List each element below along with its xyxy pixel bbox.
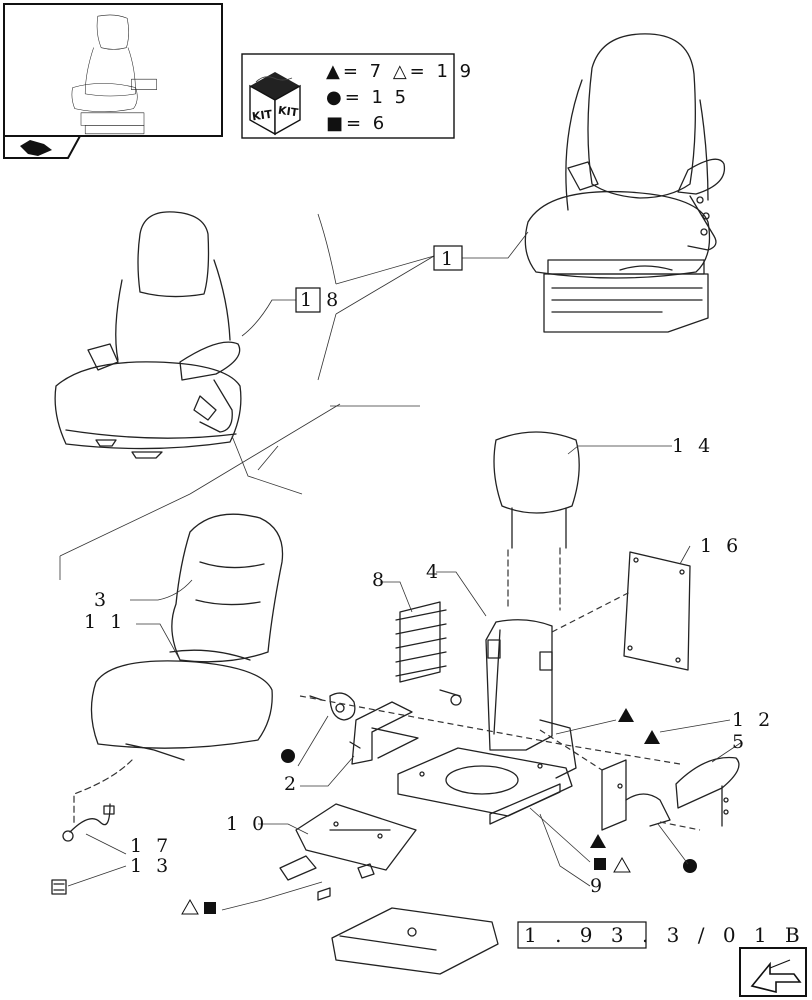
marker-triangle-3 [590, 834, 606, 848]
seat-assembly-with-armrest [54, 211, 242, 459]
callout-13: 1 3 [130, 855, 172, 877]
marker-circle-1 [281, 749, 295, 763]
marker-triangle-square [181, 898, 216, 915]
callout-11: 1 1 [84, 611, 126, 633]
callout-17: 1 7 [130, 835, 172, 857]
callout-3: 3 [94, 589, 110, 611]
assembly-leaders [59, 213, 529, 580]
marker-circle-2 [683, 859, 697, 873]
callout-leaders [67, 445, 743, 911]
headrest [493, 431, 580, 611]
callout-16: 1 6 [700, 535, 742, 557]
seat-wiring [62, 759, 133, 842]
callout-1: 1 [441, 248, 457, 270]
marker-square-triangle [594, 856, 631, 873]
seat-belt-mount [601, 759, 671, 831]
seat-cushion [90, 649, 273, 761]
bracket [349, 701, 419, 765]
lumbar-support [395, 601, 462, 706]
kit-legend-line-1: ▲= 7 △= 1 9 [326, 61, 474, 82]
callout-1-box: 1 [433, 245, 463, 271]
callout-14: 1 4 [672, 435, 714, 457]
reference-code: 1 . 9 3 . 3 / 0 1 B 0 2 [524, 923, 812, 947]
callout-12: 1 2 [732, 709, 774, 731]
callout-18: 1 8 [300, 289, 342, 311]
marker-triangle-2 [644, 730, 660, 744]
backrest-frame [485, 619, 577, 779]
kit-box-icon: KIT KIT [249, 72, 301, 136]
callout-18-box: 1 8 [295, 287, 342, 313]
kit-badge-1: KIT [251, 108, 273, 124]
swivel-base [331, 907, 499, 975]
seat-assembly-complete [524, 33, 726, 333]
thumbnail-frame [3, 3, 223, 137]
back-cushion [171, 513, 284, 663]
callout-9: 9 [590, 875, 606, 897]
adjust-knob [309, 692, 356, 721]
nav-tab[interactable] [3, 135, 82, 159]
marker-triangle-1 [618, 708, 634, 722]
slide-rail [295, 803, 417, 879]
kit-badge-2: KIT [277, 104, 299, 120]
callout-5: 5 [732, 731, 748, 753]
callout-2: 2 [284, 773, 300, 795]
armrest-right [675, 756, 740, 827]
release-lever [279, 855, 331, 901]
backrest-panel [623, 551, 691, 671]
kit-legend-line-2: ●= 1 5 [326, 87, 409, 108]
next-page-button[interactable] [739, 947, 807, 997]
kit-legend-line-3: ■= 6 [326, 113, 387, 134]
callout-8: 8 [372, 569, 388, 591]
seat-base-plate [397, 747, 573, 825]
callout-10: 1 0 [226, 813, 268, 835]
kit-legend-box: KIT KIT ▲= 7 △= 1 9 ●= 1 5 ■= 6 [241, 53, 474, 139]
callout-4: 4 [426, 561, 442, 583]
reference-code-box: 1 . 9 3 . 3 / 0 1 B 0 2 [517, 921, 812, 949]
connector-13 [51, 879, 67, 895]
